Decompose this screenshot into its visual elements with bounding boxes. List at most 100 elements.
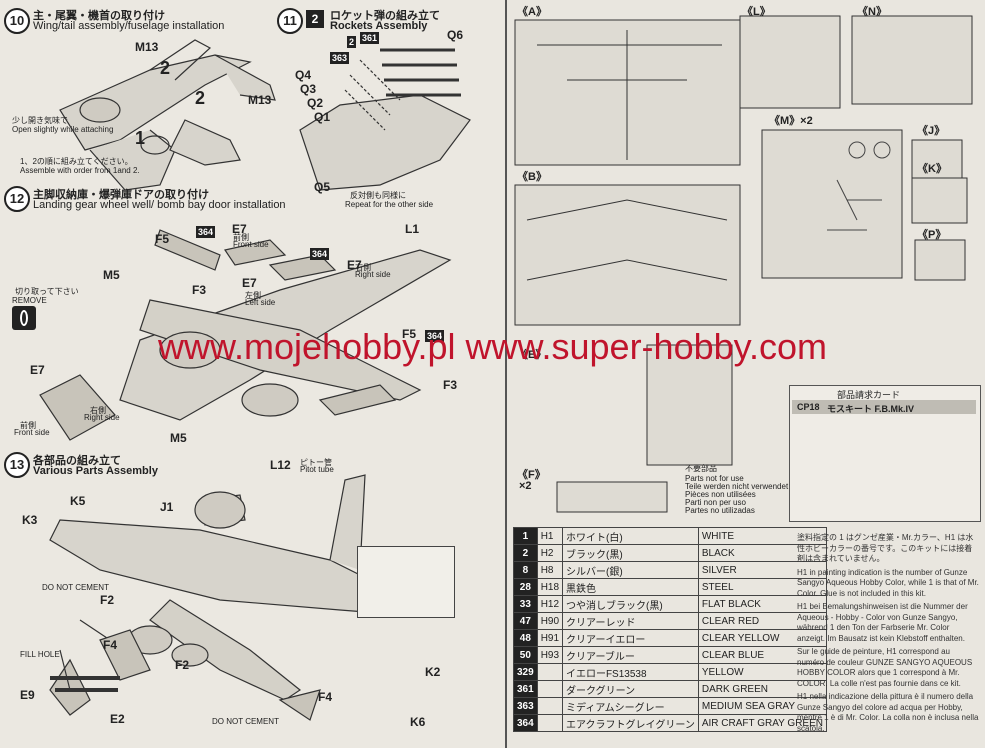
sprue-k-label: 《K》 <box>917 163 947 175</box>
part-label: 1 <box>135 128 146 148</box>
part-label: M13 <box>135 40 159 54</box>
paint-notes: 塗料指定の 1 はグンゼ産業・Mr.カラー、H1 は水性ホビーカラーの番号です。… <box>797 533 979 737</box>
paint-note: 塗料指定の 1 はグンゼ産業・Mr.カラー、H1 は水性ホビーカラーの番号です。… <box>797 533 974 563</box>
part-label: E2 <box>110 712 125 726</box>
paint-name-jp: ホワイト(白) <box>562 527 699 545</box>
order-card-title: 部品請求カード <box>837 390 901 400</box>
right-label-jp: 右側 <box>355 263 371 272</box>
pitot-en: Pitot tube <box>300 465 334 474</box>
paint-name-jp: 黒鉄色 <box>562 578 699 596</box>
right-side-en: Right side <box>84 413 120 422</box>
aircraft-line-art <box>39 39 471 721</box>
part-label: F3 <box>192 283 207 297</box>
paint-tag: 364 <box>425 330 445 342</box>
front-label-en: Front side <box>233 240 269 249</box>
paint-code <box>536 663 564 681</box>
front-label-jp: 前側 <box>233 233 249 242</box>
paint-number: 8 <box>513 561 538 579</box>
part-label: Q5 <box>314 180 331 194</box>
paint-note: Sur le guide de peinture, H1 correspond … <box>797 647 973 688</box>
sprue-j-label: 《J》 <box>917 125 946 137</box>
part-label: Q6 <box>447 28 464 42</box>
step-13-title-en: Various Parts Assembly <box>33 465 158 477</box>
paint-note: H1 in painting indication is the number … <box>797 567 979 598</box>
step-11-title-en: Rockets Assembly <box>330 20 428 32</box>
paint-tag: 2 <box>347 36 357 48</box>
part-label: M13 <box>248 93 272 107</box>
part-label: Q4 <box>295 68 312 82</box>
paint-number: 47 <box>513 612 538 630</box>
paint-name-jp: エアクラフトグレイグリーン <box>562 714 699 732</box>
part-label: 2 <box>160 58 171 78</box>
paint-name-en: AIR CRAFT GRAY GREEN <box>697 714 828 732</box>
do-not-cement-note: DO NOT CEMENT <box>212 717 279 726</box>
right-label-en: Right side <box>355 270 391 279</box>
sprue-line-art <box>514 15 973 513</box>
sprue-a-label: 《A》 <box>517 6 547 18</box>
step-12-title-en: Landing gear wheel well/ bomb bay door i… <box>33 199 286 211</box>
left-label-jp: 左側 <box>245 291 261 300</box>
part-label: J1 <box>160 500 174 514</box>
part-label: K2 <box>425 665 441 679</box>
part-label: F5 <box>402 327 417 341</box>
order-note-jp: 1、2の順に組み立てください。 <box>20 157 133 166</box>
paint-name-jp: シルバー(銀) <box>562 561 699 579</box>
order-note-en: Assemble with order from 1and 2. <box>20 166 140 175</box>
left-label-en: Left side <box>245 298 276 307</box>
paint-number: 361 <box>513 680 538 698</box>
sprue-m-label: 《M》×2 <box>769 115 813 127</box>
part-label: E7 <box>30 363 45 377</box>
part-label: E7 <box>232 222 247 236</box>
step-13-title-jp: 各部品の組み立て <box>33 455 121 467</box>
part-label: 2 <box>195 88 206 108</box>
step-10-title-jp: 主・尾翼・機首の取り付け <box>33 10 165 22</box>
paint-name-jp: つや消しブラック(黒) <box>562 595 699 613</box>
paint-number: 364 <box>513 714 538 732</box>
part-label: Q2 <box>307 96 324 110</box>
paint-code: H2 <box>536 544 564 562</box>
remove-label: REMOVE <box>12 296 47 305</box>
part-label: K5 <box>70 494 86 508</box>
paint-code: H91 <box>536 629 564 647</box>
paint-tag: 363 <box>330 52 350 64</box>
unused-parts-es: Partes no utilizadas <box>685 506 755 515</box>
open-note-jp: 少し開き気味で <box>12 116 68 125</box>
sprue-b-label: 《B》 <box>517 171 547 183</box>
sprue-n-label: 《N》 <box>857 6 887 18</box>
paint-tag: 364 <box>310 248 330 260</box>
paint-tag: 361 <box>360 32 380 44</box>
step-13-number: 13 <box>4 452 30 478</box>
paint-2-icon: 2 <box>306 10 324 28</box>
paint-number: 28 <box>513 578 538 596</box>
sprue-l-label: 《L》 <box>742 6 771 18</box>
sprue-e-label: 《E》 <box>517 349 547 361</box>
paint-number: 50 <box>513 646 538 664</box>
watermark: www.mojehobby.pl www.super-hobby.com <box>158 326 827 367</box>
paint-number: 363 <box>513 697 538 715</box>
unused-parts-en: Parts not for use <box>685 474 744 483</box>
paint-tag: 364 <box>196 226 216 238</box>
order-card-header <box>792 400 976 414</box>
step-12-title-jp: 主脚収納庫・爆弾庫ドアの取り付け <box>33 189 209 201</box>
part-label: F5 <box>155 232 170 246</box>
paint-number: 329 <box>513 663 538 681</box>
part-label: F3 <box>443 378 458 392</box>
paint-name-jp: ダークグリーン <box>562 680 699 698</box>
order-card-model: モスキート F.B.Mk.IV <box>827 404 915 414</box>
order-card-code: CP18 <box>797 402 820 412</box>
fill-hole-note: FILL HOLE <box>20 650 60 659</box>
remove-icon <box>12 306 36 330</box>
step-10-title-en: Wing/tail assembly/fuselage installation <box>33 20 225 32</box>
unused-parts-de: Teile werden nicht verwendet <box>685 482 789 491</box>
cut-note-jp: 切り取って下さい <box>15 287 79 296</box>
parts-sprue-panel: 《A》 《B》 《L》 《N》 《M》×2 《J》 《K》 《P》 《E》 《F… <box>158 0 985 748</box>
paint-number: 33 <box>513 595 538 613</box>
